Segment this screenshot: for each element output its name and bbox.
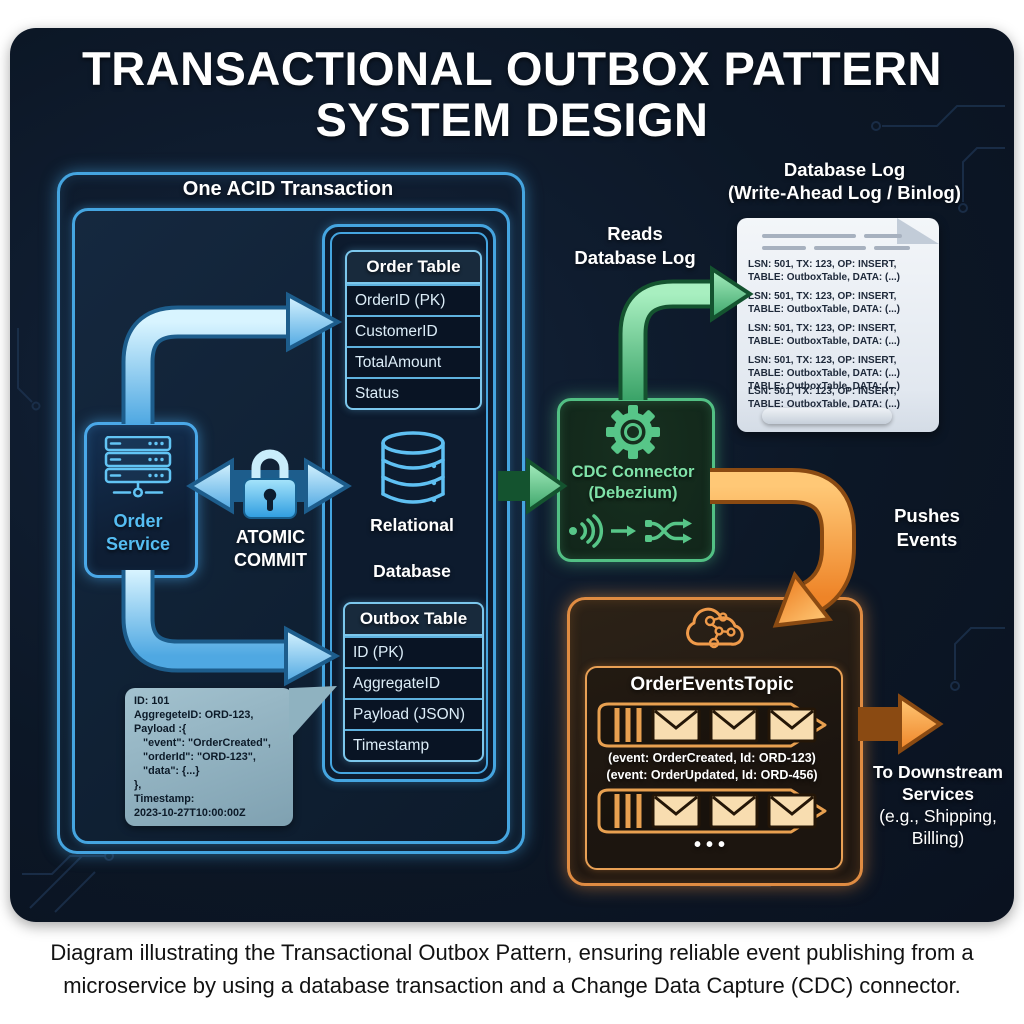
order-table-row: OrderID (PK) [347, 284, 480, 315]
server-stack-icon [104, 436, 172, 498]
order-table-row: CustomerID [347, 315, 480, 346]
cdc-connector-label-line2: (Debezium) [588, 483, 678, 502]
acid-transaction-label: One ACID Transaction [182, 178, 394, 200]
cloud-network-icon [686, 607, 744, 649]
outbox-table-header: Outbox Table [345, 604, 482, 636]
relational-database-label-line2: Database [373, 560, 451, 581]
log-entry: LSN: 501, TX: 123, OP: INSERT, TABLE: Ou… [748, 355, 901, 393]
relational-database-label-line1: Relational [370, 515, 454, 535]
gear-icon [606, 405, 660, 459]
envelope-icon [709, 707, 759, 743]
order-service-label: Order Service [84, 510, 192, 555]
topic-more-ellipsis: ••• [693, 834, 730, 856]
outbox-table: Outbox Table ID (PK) AggregateID Payload… [343, 602, 484, 762]
reads-database-log-label: Reads Database Log [574, 223, 696, 269]
topic-partition-strip [597, 702, 827, 748]
log-entry: LSN: 501, TX: 123, OP: INSERT, TABLE: Ou… [748, 386, 901, 411]
downstream-services-label-examples: (e.g., Shipping, Billing) [879, 805, 997, 848]
cdc-connector-label-line1: CDC Connector [571, 463, 695, 481]
topic-name: OrderEventsTopic [630, 674, 794, 695]
outbox-record-text: ID: 101 AggregeteID: ORD-123, Payload :{… [134, 695, 271, 820]
database-log-scroll [737, 218, 939, 432]
downstream-services-label: To Downstream Services (e.g., Shipping, … [860, 762, 1016, 850]
padlock-icon [243, 449, 297, 519]
order-service-label-line2: Service [105, 533, 171, 554]
log-entry: LSN: 501, TX: 123, OP: INSERT, TABLE: Ou… [748, 291, 901, 316]
pushes-events-label: Pushes Events [894, 505, 960, 551]
shuffle-icon [645, 518, 692, 544]
figure-caption: Diagram illustrating the Transactional O… [50, 940, 974, 998]
atomic-commit-label-line1: ATOMIC [235, 527, 306, 547]
scroll-placeholder-lines [762, 234, 902, 238]
page-title-line2: SYSTEM DESIGN [315, 92, 709, 146]
outbox-table-row: AggregateID [345, 667, 482, 698]
outbox-record-bubble [125, 688, 293, 826]
envelope-icon [651, 793, 701, 829]
log-entry: LSN: 501, TX: 123, OP: INSERT, TABLE: Ou… [748, 323, 901, 348]
envelope-icon [767, 707, 817, 743]
signal-icon [569, 514, 604, 548]
scroll-placeholder-lines [762, 246, 910, 250]
order-table: Order Table OrderID (PK) CustomerID Tota… [345, 250, 482, 410]
arrow-right-icon [611, 525, 636, 537]
acid-transaction-outer-box [57, 172, 525, 854]
topic-inner-box [585, 666, 843, 870]
order-table-row: TotalAmount [347, 346, 480, 377]
outbox-table-row: Payload (JSON) [345, 698, 482, 729]
scroll-bottom-curl [762, 408, 892, 424]
envelope-icon [651, 707, 701, 743]
topic-event-messages: (event: OrderCreated, Id: ORD-123) (even… [606, 751, 818, 782]
page-title: TRANSACTIONAL OUTBOX PATTERN SYSTEM DESI… [0, 42, 1024, 146]
outbox-table-row: Timestamp [345, 729, 482, 760]
order-service-label-line1: Order [113, 511, 163, 531]
envelope-icon [767, 793, 817, 829]
page-title-line1: TRANSACTIONAL OUTBOX PATTERN [82, 42, 942, 95]
topic-partition-strip [597, 788, 827, 834]
atomic-commit-label: ATOMIC COMMIT [213, 526, 328, 571]
cdc-stream-icons [569, 514, 692, 548]
database-cylinder-icon [381, 431, 445, 504]
atomic-commit-label-line2: COMMIT [234, 549, 307, 570]
order-table-header: Order Table [347, 252, 480, 284]
relational-database-label: Relational Database [332, 514, 492, 582]
log-entry: LSN: 501, TX: 123, OP: INSERT, TABLE: Ou… [748, 259, 901, 284]
cdc-connector-label: CDC Connector (Debezium) [557, 462, 709, 503]
outbox-table-row: ID (PK) [345, 636, 482, 667]
order-table-row: Status [347, 377, 480, 408]
envelope-icon [709, 793, 759, 829]
database-log-title: Database Log (Write-Ahead Log / Binlog) [728, 159, 961, 204]
downstream-services-label-bold: To Downstream Services [873, 762, 1003, 804]
